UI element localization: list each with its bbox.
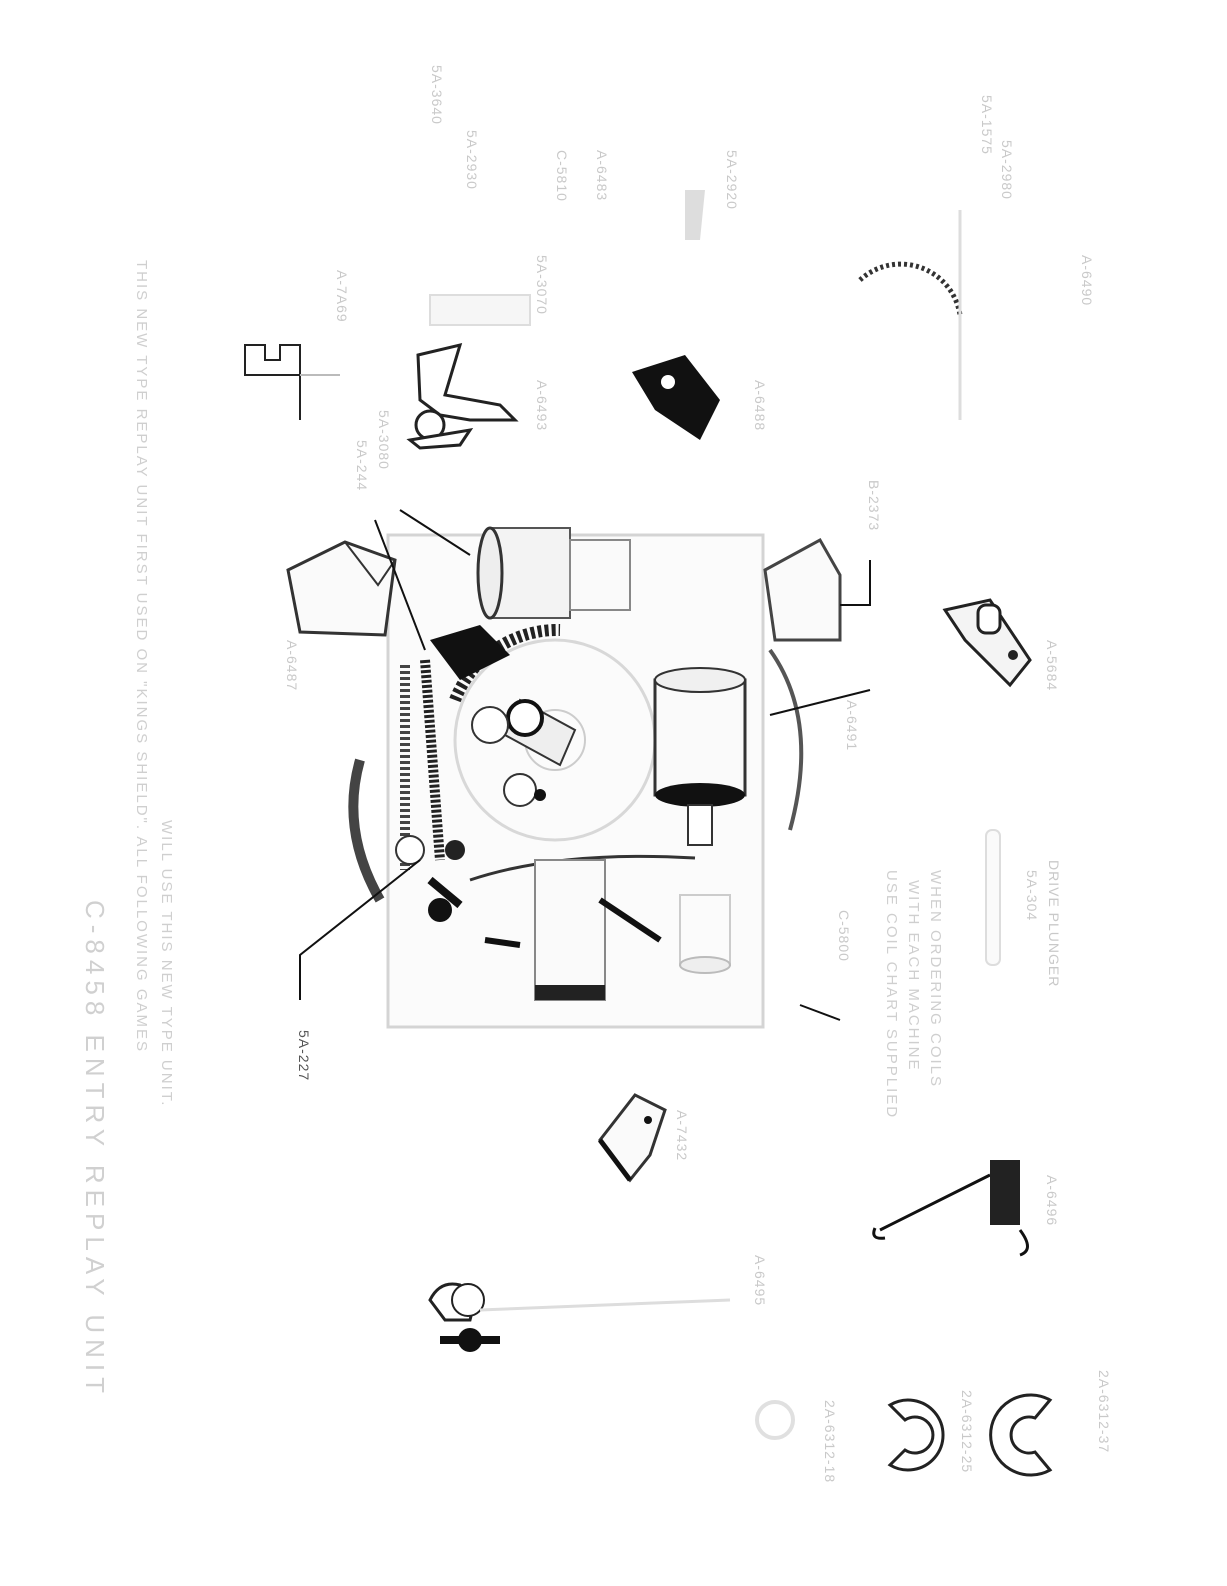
part-label: A-6483 xyxy=(594,150,610,202)
part-label: A-5684 xyxy=(1044,640,1060,692)
part-label: A-6490 xyxy=(1079,255,1095,307)
part-label: B-2373 xyxy=(866,480,882,532)
part-label: A-6496 xyxy=(1044,1175,1060,1227)
bottom-channel xyxy=(484,859,662,1001)
part-label: 5A-1575 xyxy=(979,95,995,155)
part-label: A-6495 xyxy=(752,1255,768,1307)
e-clip-ring-large xyxy=(989,1393,1053,1477)
drive-plunger-part xyxy=(985,829,1001,966)
hook-spring-part xyxy=(872,1160,1029,1257)
coil-small xyxy=(679,894,731,974)
page-title: C-8458 ENTRY REPLAY UNIT xyxy=(80,900,110,1399)
part-label: 5A-244 xyxy=(354,440,370,492)
coil-note-line1: USE COIL CHART SUPPLIED xyxy=(883,870,900,1120)
part-label: A-7A69 xyxy=(334,270,350,323)
wheel-hub-sleeve xyxy=(471,698,577,807)
mounting-bracket-left xyxy=(286,540,397,637)
part-label: 5A-2920 xyxy=(724,150,740,210)
page-note-line1: THIS NEW TYPE REPLAY UNIT FIRST USED ON … xyxy=(133,260,150,1054)
part-label: A-6488 xyxy=(752,380,768,432)
part-label: 5A-3640 xyxy=(429,65,445,125)
part-label: 5A-2930 xyxy=(464,130,480,190)
part-label: 2A-6312-37 xyxy=(1096,1370,1112,1454)
leader-lines xyxy=(299,509,871,1021)
link-arm-part xyxy=(428,1282,731,1352)
pin-bracket-part xyxy=(942,598,1032,688)
coil-note-line3: WHEN ORDERING COILS xyxy=(927,870,944,1089)
part-label: C-5800 xyxy=(836,910,852,962)
reset-lever xyxy=(395,835,696,922)
part-label: 5A-2980 xyxy=(999,140,1015,200)
coil-note-line2: WITH EACH MACHINE xyxy=(905,880,922,1072)
part-label: 2A-6312-25 xyxy=(959,1390,975,1474)
gear-part xyxy=(858,210,963,420)
black-bracket-part xyxy=(632,355,720,440)
part-label: A-6493 xyxy=(534,380,550,432)
pin-part xyxy=(685,190,705,240)
mounting-bracket-right xyxy=(763,537,842,642)
part-label: 5A-304 xyxy=(1024,870,1040,922)
part-label: C-5810 xyxy=(554,150,570,202)
angle-bracket-part xyxy=(598,1093,667,1183)
drive-pawl xyxy=(430,625,510,680)
part-label: A-6487 xyxy=(284,640,300,692)
part-label: 5A-227 xyxy=(296,1030,312,1082)
part-label: A-7432 xyxy=(674,1110,690,1162)
part-label: A-6491 xyxy=(844,700,860,752)
e-clip-ring-medium xyxy=(887,1398,945,1472)
e-clip-ring-small xyxy=(755,1400,795,1440)
part-label: 2A-6312-18 xyxy=(822,1400,838,1484)
part-label: 5A-3070 xyxy=(534,255,550,315)
tension-spring xyxy=(400,659,445,870)
page-note-line2: WILL USE THIS NEW TYPE UNIT. xyxy=(158,820,175,1108)
part-label: DRIVE PLUNGER xyxy=(1046,860,1062,988)
coil-lower xyxy=(653,667,747,846)
score-disk-edge-right xyxy=(768,648,804,831)
coil-upper xyxy=(476,526,631,620)
part-label: 5A-3080 xyxy=(376,410,392,470)
latch-hook-part xyxy=(406,342,519,450)
slotted-plate-part xyxy=(429,294,531,326)
replay-unit-assembly xyxy=(286,526,842,1029)
fork-clip-part xyxy=(244,344,340,420)
score-disk-edge xyxy=(348,758,385,903)
